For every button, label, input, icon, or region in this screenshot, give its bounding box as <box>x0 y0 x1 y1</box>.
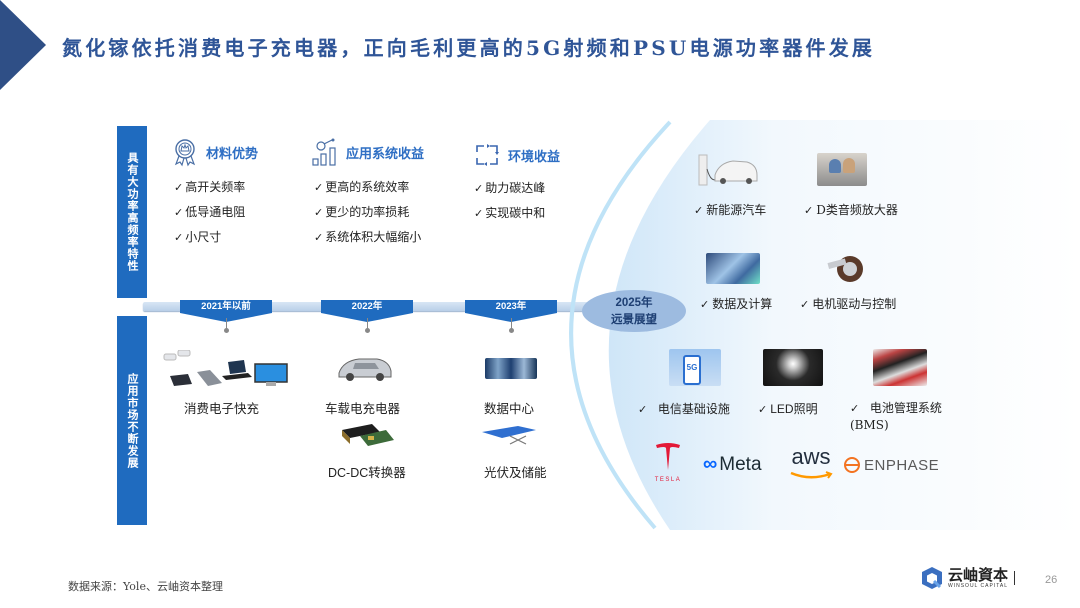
timeline-pointer <box>321 313 413 322</box>
advantage-heading: 应用系统收益 <box>346 146 425 162</box>
advantage-item: 助力碳达峰 <box>474 176 560 201</box>
medal-icon <box>174 139 196 167</box>
page-title: 氮化镓依托消费电子充电器，正向毛利更高的5G射频和PSU电源功率器件发展 <box>62 36 876 60</box>
brand-subtitle: WINSOUL CAPITAL <box>948 582 1009 589</box>
outlook-app-item: ✓数据及计算 <box>700 297 773 311</box>
timeline-dot <box>509 328 514 333</box>
enphase-mark-icon <box>844 457 860 473</box>
timeline-stem <box>226 318 227 330</box>
timeline-dot <box>365 328 370 333</box>
data-center-image <box>485 358 537 379</box>
data-source-note: 数据来源：Yole、云岫资本整理 <box>68 580 223 593</box>
audio-living-room-image <box>817 153 867 186</box>
tesla-t-icon <box>656 443 680 470</box>
timeline-tag-2022: 2022年 <box>321 300 413 313</box>
advantage-item: 小尺寸 <box>174 225 258 250</box>
check-icon: ✓ <box>638 403 648 416</box>
system-chart-icon <box>312 138 336 166</box>
check-icon: ✓ <box>694 204 704 217</box>
outlook-app-item: ✓电机驱动与控制 <box>800 297 897 311</box>
battery-pack-image <box>873 349 927 386</box>
check-icon: ✓ <box>700 298 710 311</box>
timeline-dot <box>224 328 229 333</box>
consumer-electronics-image <box>163 350 288 386</box>
advantage-item: 低导通电阻 <box>174 200 258 225</box>
advantage-item: 实现碳中和 <box>474 201 560 226</box>
timeline-pointer <box>465 313 557 322</box>
outlook-app-item: ✓新能源汽车 <box>694 203 767 217</box>
outlook-app-item: ✓ 电池管理系统 (BMS) <box>850 401 942 432</box>
market-label: DC-DC转换器 <box>328 466 406 480</box>
tesla-logo: TESLA <box>650 443 686 487</box>
recycle-arrows-icon <box>476 144 499 166</box>
market-label: 光伏及储能 <box>484 465 547 480</box>
advantage-item: 更高的系统效率 <box>314 175 424 200</box>
check-icon: ✓ <box>850 402 860 415</box>
outlook-arc-background <box>569 120 1080 530</box>
check-icon: ✓ <box>804 204 814 217</box>
check-icon: ✓ <box>800 298 810 311</box>
infinity-icon: ∞ <box>703 453 718 475</box>
market-label: 消费电子快充 <box>184 401 260 416</box>
data-center-image <box>706 253 760 284</box>
advantage-item: 高开关频率 <box>174 175 258 200</box>
advantage-system: 应用系统收益 更高的系统效率 更少的功率损耗 系统体积大幅缩小 <box>310 137 424 250</box>
advantage-item: 更少的功率损耗 <box>314 200 424 225</box>
market-label: 数据中心 <box>484 401 535 416</box>
outlook-year: 2025年 <box>615 297 653 309</box>
timeline-pointer <box>180 313 272 322</box>
car-charger-image <box>338 358 392 381</box>
winsoul-logo-icon <box>922 567 942 589</box>
advantage-material: 材料优势 高开关频率 低导通电阻 小尺寸 <box>170 137 258 250</box>
aws-logo: aws <box>788 446 834 486</box>
timeline-stem <box>511 318 512 330</box>
meta-logo: ∞Meta <box>703 453 762 475</box>
advantage-environment: 环境收益 助力碳达峰 实现碳中和 <box>472 140 560 226</box>
brand-name: 云岫資本 <box>948 565 1009 584</box>
market-label: 车载电充电器 <box>325 401 401 416</box>
outlook-app-item: ✓D类音频放大器 <box>804 203 898 217</box>
aws-smile-icon <box>790 471 833 479</box>
solar-panel-image <box>482 426 536 445</box>
motor-image <box>827 256 863 282</box>
advantage-heading: 环境收益 <box>508 149 561 165</box>
advantage-heading: 材料优势 <box>206 146 259 162</box>
timeline-stem <box>367 318 368 330</box>
sidebar-label-characteristics: 具有大功率高频率特性 <box>117 126 147 298</box>
dc-dc-converter-image <box>342 424 394 446</box>
outlook-text: 远景展望 <box>611 312 657 326</box>
corner-arrow-decoration <box>0 0 46 90</box>
outlook-app-item: ✓ 电信基础设施 <box>638 402 730 416</box>
ev-charging-image <box>698 154 758 186</box>
page-number: 26 <box>1045 574 1058 586</box>
check-icon: ✓ <box>758 403 768 416</box>
outlook-app-item: ✓LED照明 <box>758 402 818 416</box>
sidebar-label-markets: 应用市场不断发展 <box>117 316 147 525</box>
brand-logo: 云岫資本 WINSOUL CAPITAL <box>920 565 1016 590</box>
timeline-tag-2023: 2023年 <box>465 300 557 313</box>
timeline-tag-2021: 2021年以前 <box>180 300 272 313</box>
5g-tower-image: 5G <box>669 349 721 386</box>
led-bulb-image <box>763 349 823 386</box>
brand-divider <box>1014 571 1016 585</box>
advantage-item: 系统体积大幅缩小 <box>314 225 424 250</box>
enphase-logo: ENPHASE <box>843 456 939 474</box>
outlook-2025-badge: 2025年 远景展望 <box>582 290 686 332</box>
